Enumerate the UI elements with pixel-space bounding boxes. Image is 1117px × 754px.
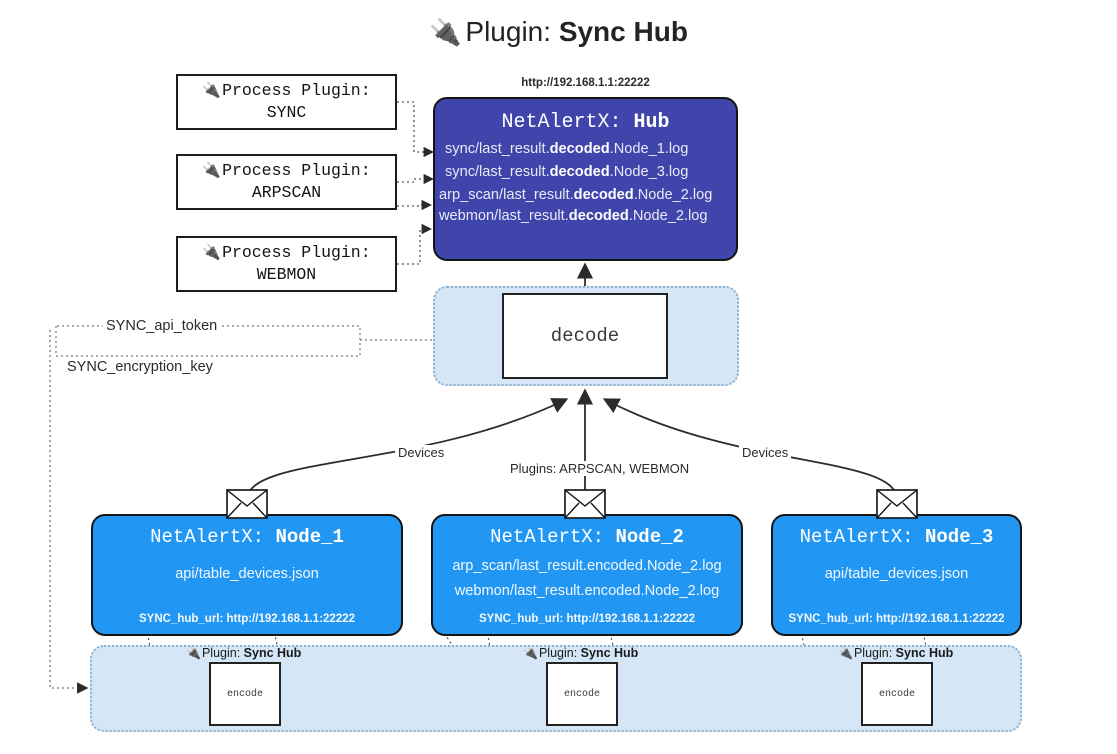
log-mid: decoded <box>573 187 634 203</box>
plug-icon: 🔌 <box>523 646 538 660</box>
log-post: .Node_2.log <box>628 208 708 224</box>
hub-label: Hub <box>633 111 670 134</box>
hub-app-name: NetAlertX: <box>501 111 622 134</box>
node-resource-line: arp_scan/last_result.encoded.Node_2.log <box>452 558 722 574</box>
node-title: NetAlertX: Node_2 <box>433 526 741 548</box>
envelope-icon <box>226 489 268 519</box>
process-plugin-line2: SYNC <box>266 103 307 122</box>
process-plugin-sync[interactable]: 🔌Process Plugin: SYNC <box>176 74 397 130</box>
process-plugin-line2: WEBMON <box>256 265 317 284</box>
encode-box-node-3[interactable]: encode <box>861 662 933 726</box>
hub-log-row: arp_scan/last_result.decoded.Node_2.log <box>439 187 736 203</box>
edge-label-devices-right: Devices <box>739 445 792 460</box>
plug-icon: 🔌 <box>186 646 201 660</box>
decode-label: decode <box>550 325 620 347</box>
encode-plugin-tag: 🔌Plugin: Sync Hub <box>186 646 302 660</box>
encode-box-node-2[interactable]: encode <box>546 662 618 726</box>
node-label: Node_2 <box>615 526 684 548</box>
hub-log-row: webmon/last_result.decoded.Node_2.log <box>439 208 736 224</box>
setting-sync-encryption-key[interactable]: SYNC_encryption_key <box>64 359 216 375</box>
node-resource-line: api/table_devices.json <box>175 566 319 582</box>
title-prefix: Plugin: <box>465 16 552 47</box>
plug-icon: 🔌 <box>202 80 222 99</box>
node-hub-url: SYNC_hub_url: http://192.168.1.1:22222 <box>138 613 356 625</box>
node-app-name: NetAlertX: <box>490 526 605 548</box>
process-plugin-arpscan[interactable]: 🔌Process Plugin: ARPSCAN <box>176 154 397 210</box>
setting-sync-api-token[interactable]: SYNC_api_token <box>103 318 221 334</box>
process-plugin-line1: 🔌Process Plugin: <box>202 242 371 262</box>
encode-label: encode <box>878 688 915 700</box>
node-app-name: NetAlertX: <box>799 526 914 548</box>
node-3[interactable]: NetAlertX: Node_3 api/table_devices.json… <box>771 514 1022 636</box>
encode-plugin-tag: 🔌Plugin: Sync Hub <box>838 646 954 660</box>
log-mid: decoded <box>549 141 610 157</box>
node-label: Node_1 <box>275 526 344 548</box>
log-post: .Node_2.log <box>633 187 713 203</box>
hub-node[interactable]: NetAlertX: Hub sync/last_result.decoded.… <box>433 97 738 261</box>
node-title: NetAlertX: Node_3 <box>773 526 1020 548</box>
node-app-name: NetAlertX: <box>150 526 265 548</box>
encode-label: encode <box>226 688 263 700</box>
page-title: 🔌Plugin: Sync Hub <box>0 16 1117 48</box>
process-plugin-line1: 🔌Process Plugin: <box>202 80 371 100</box>
process-plugin-webmon[interactable]: 🔌Process Plugin: WEBMON <box>176 236 397 292</box>
node-title: NetAlertX: Node_1 <box>93 526 401 548</box>
node-1[interactable]: NetAlertX: Node_1 api/table_devices.json… <box>91 514 403 636</box>
log-pre: sync/last_result. <box>445 164 550 180</box>
node-resource-line: webmon/last_result.encoded.Node_2.log <box>454 583 720 599</box>
log-post: .Node_1.log <box>609 141 689 157</box>
plug-icon: 🔌 <box>202 242 222 261</box>
hub-title: NetAlertX: Hub <box>435 111 736 134</box>
process-plugin-line1: 🔌Process Plugin: <box>202 160 371 180</box>
log-pre: sync/last_result. <box>445 141 550 157</box>
edge-label-devices-left: Devices <box>395 445 448 460</box>
hub-log-row: sync/last_result.decoded.Node_1.log <box>445 141 736 157</box>
log-pre: webmon/last_result. <box>439 208 569 224</box>
encode-box-node-1[interactable]: encode <box>209 662 281 726</box>
node-2[interactable]: NetAlertX: Node_2 arp_scan/last_result.e… <box>431 514 743 636</box>
log-mid: decoded <box>549 164 610 180</box>
hub-log-row: sync/last_result.decoded.Node_3.log <box>445 164 736 180</box>
log-mid: decoded <box>568 208 629 224</box>
envelope-icon <box>876 489 918 519</box>
plug-icon: 🔌 <box>429 17 462 47</box>
node-hub-url: SYNC_hub_url: http://192.168.1.1:22222 <box>478 613 696 625</box>
edge-label-plugins: Plugins: ARPSCAN, WEBMON <box>507 461 693 476</box>
node-label: Node_3 <box>925 526 994 548</box>
decode-box[interactable]: decode <box>502 293 668 379</box>
node-hub-url: SYNC_hub_url: http://192.168.1.1:22222 <box>788 613 1005 625</box>
encode-label: encode <box>563 688 600 700</box>
log-pre: arp_scan/last_result. <box>439 187 574 203</box>
plug-icon: 🔌 <box>202 160 222 179</box>
plug-icon: 🔌 <box>838 646 853 660</box>
hub-url-label: http://192.168.1.1:22222 <box>521 77 650 89</box>
title-name: Sync Hub <box>558 16 688 47</box>
log-post: .Node_3.log <box>609 164 689 180</box>
process-plugin-line2: ARPSCAN <box>251 183 322 202</box>
envelope-icon <box>564 489 606 519</box>
node-resource-line: api/table_devices.json <box>824 566 969 582</box>
encode-plugin-tag: 🔌Plugin: Sync Hub <box>523 646 639 660</box>
